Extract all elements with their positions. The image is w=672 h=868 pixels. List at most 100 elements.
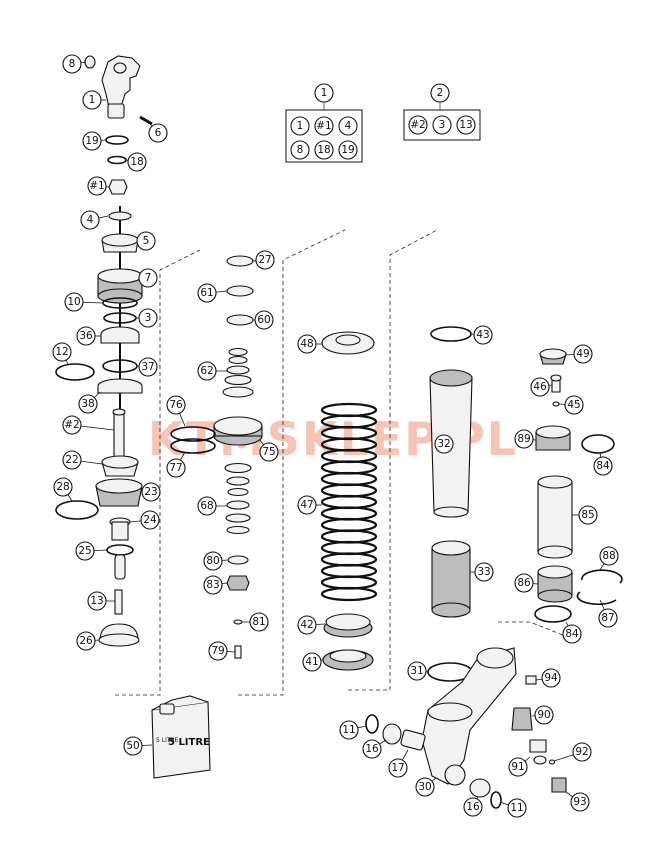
callout-c32: 32 [434, 434, 454, 454]
linkage-30 [421, 647, 517, 786]
callout-c24: 24 [140, 510, 160, 530]
ring-92 [548, 759, 556, 765]
callout-c79: 79 [208, 641, 228, 661]
callout-c7: 7 [138, 268, 158, 288]
callout-label-c83: 83 [206, 579, 219, 591]
callout-c61: 61 [197, 283, 217, 303]
callout-label-c24: 24 [143, 514, 157, 526]
callout-c5: 5 [136, 231, 156, 251]
callout-c13: 13 [87, 591, 107, 611]
spring-coil [320, 563, 378, 579]
ring-25 [106, 544, 134, 556]
callout-c76: 76 [166, 395, 186, 415]
callout-c94: 94 [541, 668, 561, 688]
kit1-item-5-label: 19 [341, 144, 354, 156]
callout-label-c68: 68 [200, 500, 213, 512]
callout-c36: 36 [76, 326, 96, 346]
callout-label-c16b: 16 [466, 801, 480, 813]
top-eye-clevis [101, 55, 141, 119]
callout-c43: 43 [473, 325, 493, 345]
kit2-item-1-label: 3 [439, 119, 446, 131]
spring-coil [320, 540, 378, 556]
callout-label-c91: 91 [511, 761, 524, 773]
callout-label-c8: 8 [69, 58, 76, 70]
callout-label-c23: 23 [144, 486, 157, 498]
callout-label-c22: 22 [65, 454, 78, 466]
callout-label-c37: 37 [141, 361, 154, 373]
callout-label-c79: 79 [211, 645, 224, 657]
callout-label-c11a: 11 [342, 724, 355, 736]
callout-label-c87: 87 [601, 612, 614, 624]
kit1-item-5: 19 [338, 140, 358, 160]
callout-c41: 41 [302, 652, 322, 672]
kit1-item-4-label: 18 [317, 144, 330, 156]
kit2-item-0: #2 [408, 115, 428, 135]
callout-label-c92: 92 [575, 746, 588, 758]
callout-c42: 42 [297, 615, 317, 635]
callout-c62: 62 [197, 361, 217, 381]
callout-c27: 27 [255, 250, 275, 270]
callout-label-c19: 19 [85, 135, 98, 147]
callout-label-c85: 85 [581, 509, 594, 521]
callout-c83: 83 [203, 575, 223, 595]
bushing-17 [400, 729, 426, 751]
ring-18 [107, 155, 127, 165]
callout-label-c12: 12 [55, 346, 68, 358]
callout-c68: 68 [197, 496, 217, 516]
cap-38 [97, 378, 143, 394]
callout-c_h2: #2 [62, 415, 82, 435]
callout-c48: 48 [297, 334, 317, 354]
callout-c50: 50 [123, 736, 143, 756]
adjuster-7 [97, 268, 143, 304]
pin-79 [234, 645, 242, 659]
callout-label-c32: 32 [437, 438, 450, 450]
callout-label-c76: 76 [169, 399, 183, 411]
seal-36 [100, 326, 140, 344]
callout-c26: 26 [76, 631, 96, 651]
callout-c45: 45 [564, 395, 584, 415]
callout-label-c13: 13 [90, 595, 103, 607]
callout-c16b: 16 [463, 797, 483, 817]
callout-label-c77: 77 [169, 462, 182, 474]
callout-label-c11b: 11 [510, 802, 523, 814]
callout-label-c3: 3 [145, 312, 152, 324]
kit1-item-4: 18 [314, 140, 334, 160]
callout-label-c4: 4 [87, 214, 94, 226]
callout-label-c89: 89 [517, 433, 530, 445]
callout-c84a: 84 [593, 456, 613, 476]
spring-retainer-48 [321, 331, 375, 355]
callout-label-c6: 6 [155, 127, 162, 139]
bump-rubber-5 [101, 233, 139, 253]
reservoir-33 [431, 540, 471, 618]
shim-stack [222, 255, 254, 398]
spring-coil [320, 494, 378, 510]
callout-c49: 49 [573, 344, 593, 364]
spring-seat-42 [323, 613, 373, 638]
washer-81 [233, 619, 243, 625]
callout-label-c7: 7 [145, 272, 152, 284]
callout-c30: 30 [415, 777, 435, 797]
callout-c8: 8 [62, 54, 82, 74]
callout-c22: 22 [62, 450, 82, 470]
spring-coil [320, 552, 378, 567]
piston-86 [537, 565, 573, 603]
shim-stack-lower [224, 462, 252, 535]
pin-6 [139, 115, 153, 126]
kit1-item-3-label: 8 [297, 144, 304, 156]
ring-19 [105, 135, 129, 145]
callout-label-c38: 38 [81, 398, 94, 410]
callout-label-c75: 75 [262, 446, 275, 458]
cap-49 [539, 348, 567, 365]
callout-label-c62: 62 [200, 365, 213, 377]
callout-c88: 88 [599, 546, 619, 566]
kit1-header-label: 1 [321, 87, 328, 99]
callout-c37: 37 [138, 357, 158, 377]
callout-label-c86: 86 [517, 577, 531, 589]
callout-label-c10: 10 [67, 296, 80, 308]
callout-c46: 46 [530, 377, 550, 397]
callout-c_h1: #1 [87, 176, 107, 196]
callout-c33: 33 [474, 562, 494, 582]
callout-c86: 86 [514, 573, 534, 593]
kit1-item-0-label: 1 [297, 120, 304, 132]
callout-label-c84a: 84 [596, 460, 610, 472]
